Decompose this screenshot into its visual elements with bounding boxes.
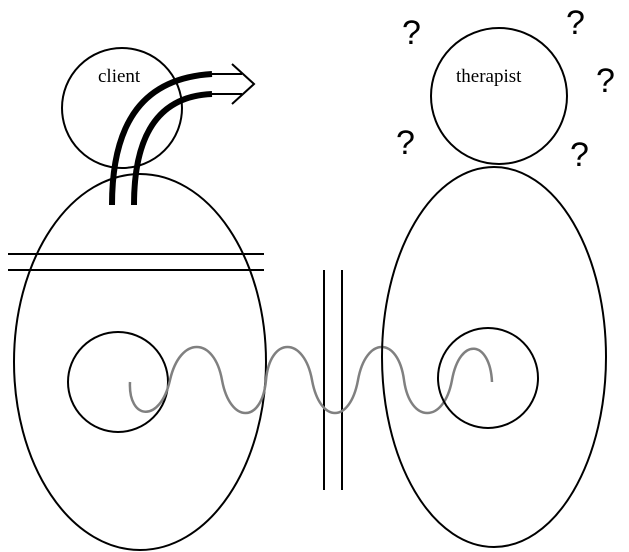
question-mark-4: ? — [396, 124, 415, 162]
client-label: client — [98, 66, 141, 87]
therapist-label: therapist — [456, 66, 522, 87]
client-figure: client — [8, 48, 266, 550]
therapist-head — [431, 28, 567, 164]
therapist-body — [382, 167, 606, 547]
client-body — [14, 174, 266, 550]
arrowhead — [232, 64, 254, 104]
arrow-inner-line — [134, 94, 212, 205]
question-mark-3: ? — [596, 62, 615, 100]
central-divider — [324, 270, 342, 490]
client-inner-circle — [68, 332, 168, 432]
question-mark-5: ? — [570, 136, 589, 174]
question-mark-1: ? — [402, 14, 421, 52]
therapist-figure: therapist ? ? ? ? ? — [382, 4, 615, 547]
question-mark-2: ? — [566, 4, 585, 42]
